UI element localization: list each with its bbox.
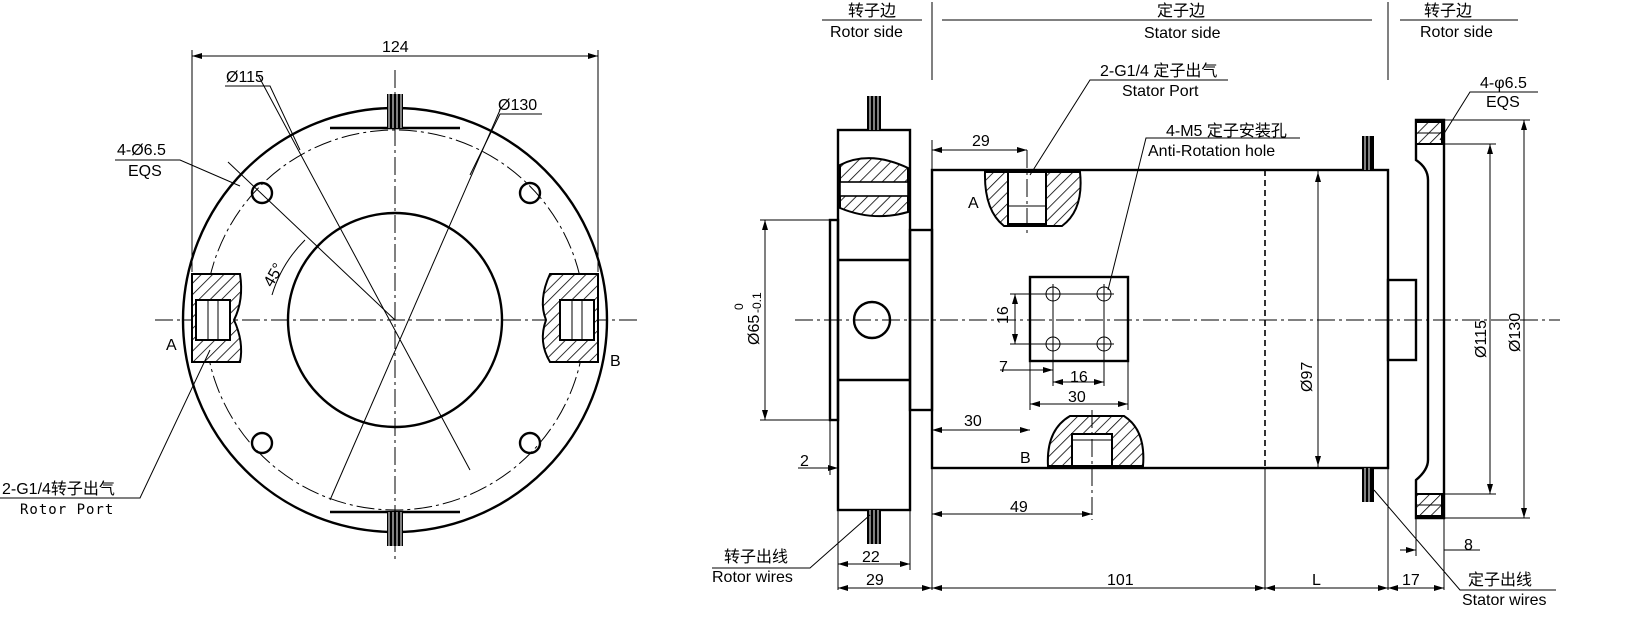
rotor-wires-cn: 转子出线: [724, 548, 788, 566]
hole-spec: 4-Ø6.5: [117, 142, 166, 159]
stator-port-b: [1046, 415, 1145, 467]
dim-d65: Ø65: [746, 315, 763, 345]
header-rotor-en: Rotor side: [830, 24, 903, 41]
bolt-hole: [518, 181, 542, 205]
rotor-port-cn: 2-G1/4转子出气: [2, 480, 115, 498]
rotor-wire-bottom: [867, 510, 881, 544]
stator-wires-en: Stator wires: [1462, 592, 1546, 609]
header-rotor-cn: 转子边: [848, 2, 896, 20]
dim-101: 101: [1107, 572, 1134, 589]
stator-wire-top: [1362, 136, 1374, 170]
anti-rot-en: Anti-Rotation hole: [1148, 143, 1275, 160]
dim-7: 7: [999, 359, 1008, 376]
wire-bundle-top: [387, 94, 403, 128]
label-a-front: A: [166, 337, 177, 354]
header-rotor2-en: Rotor side: [1420, 24, 1493, 41]
stator-flange: [1414, 118, 1446, 520]
bolt-hole: [518, 431, 542, 455]
dim-30: 30: [964, 413, 982, 430]
dim-2: 2: [800, 453, 809, 470]
header-stator-cn: 定子边: [1157, 2, 1205, 20]
rotor-port-b: [541, 273, 599, 363]
bolt-hole: [250, 431, 274, 455]
dim-d115: Ø115: [226, 69, 264, 86]
rotor-wires-en: Rotor wires: [712, 569, 793, 586]
header-rotor2-cn: 转子边: [1424, 2, 1472, 20]
stator-wire-bottom: [1362, 468, 1374, 502]
bore-circle: [286, 211, 504, 429]
stator-port-cn: 2-G1/4 定子出气: [1100, 62, 1217, 80]
stator-port-en: Stator Port: [1122, 83, 1199, 100]
front-view: [0, 50, 640, 560]
anti-rot-cn: 4-M5 定子安装孔: [1166, 122, 1287, 140]
rotor-port-a: [191, 273, 243, 363]
port-circle: [852, 300, 892, 340]
dim-8: 8: [1464, 537, 1473, 554]
stator-port-a: [983, 171, 1082, 227]
side-view-labels: 转子边 Rotor side 定子边 Stator side 转子边 Rotor…: [712, 2, 1546, 609]
bolt-hole: [250, 181, 274, 205]
dim-d115-side: Ø115: [1473, 320, 1490, 358]
dim-16-v: 16: [995, 306, 1012, 324]
label-b-side: B: [1020, 450, 1031, 467]
side-view: [712, 2, 1560, 591]
dim-17: 17: [1402, 572, 1420, 589]
flange-hole-spec: 4-φ6.5: [1480, 75, 1527, 92]
rotor-wire-top: [867, 96, 881, 130]
dim-d97: Ø97: [1299, 362, 1316, 392]
wire-bundle-bottom: [387, 512, 403, 546]
header-stator-en: Stator side: [1144, 25, 1221, 42]
label-a-side: A: [968, 195, 979, 212]
dim-d130-side: Ø130: [1507, 313, 1524, 352]
dim-16-h: 16: [1070, 369, 1088, 386]
dim-29-top: 29: [972, 133, 990, 150]
anti-rotation-plate: [1028, 275, 1130, 363]
dim-29: 29: [866, 572, 884, 589]
hole-eqs: EQS: [128, 163, 162, 180]
front-view-labels: 124 Ø115 Ø130 4-Ø6.5 EQS 45° A B 2-G1/4转…: [2, 39, 621, 518]
stator-wires-cn: 定子出线: [1468, 571, 1532, 589]
dim-d65-tol-upper: 0: [732, 303, 746, 310]
flange-eqs: EQS: [1486, 94, 1520, 111]
angle-label: 45°: [261, 261, 288, 290]
dim-22: 22: [862, 549, 880, 566]
dim-30-plate: 30: [1068, 389, 1086, 406]
rotor-port-en: Rotor Port: [20, 502, 114, 518]
dim-d65-tol-lower: -0.1: [750, 292, 764, 313]
label-b-front: B: [610, 353, 621, 370]
dim-124: 124: [382, 39, 409, 56]
dim-d130: Ø130: [498, 97, 537, 114]
dim-49: 49: [1010, 499, 1028, 516]
dim-l: L: [1312, 572, 1321, 589]
